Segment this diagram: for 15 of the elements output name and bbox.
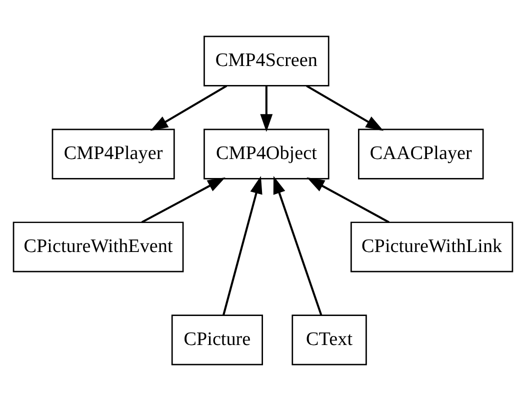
- node-box: CAACPlayer: [358, 128, 484, 180]
- arrow: [150, 85, 228, 131]
- arrow: [306, 177, 390, 224]
- node-box: CPictureWithLink: [350, 222, 514, 272]
- node-box: CPicture: [171, 314, 263, 366]
- arrow: [141, 177, 226, 224]
- node-box: CMP4Screen: [204, 36, 330, 86]
- arrow: [260, 86, 273, 132]
- arrow: [222, 176, 262, 316]
- node-box: CMP4Player: [52, 128, 175, 180]
- arrow: [306, 85, 384, 131]
- node-box: CMP4Object: [204, 128, 330, 180]
- arrow: [273, 176, 322, 316]
- node-box: CPictureWithEvent: [12, 222, 184, 272]
- node-box: CText: [292, 314, 367, 366]
